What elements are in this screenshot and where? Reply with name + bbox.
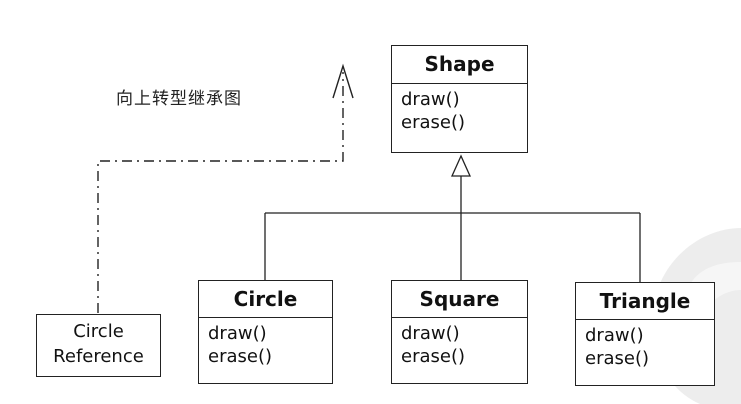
method-erase: erase() — [401, 112, 466, 133]
method-draw: draw() — [401, 323, 460, 344]
class-circle-name: Circle — [199, 281, 332, 318]
method-draw: draw() — [401, 89, 460, 110]
class-circle: Circle draw() erase() — [198, 280, 333, 384]
method-erase: erase() — [585, 348, 650, 369]
upcast-path — [97, 72, 344, 313]
method-draw: draw() — [208, 323, 267, 344]
method-erase: erase() — [208, 346, 273, 367]
circle-reference-box: Circle Reference — [36, 314, 161, 377]
class-square-methods: draw() erase() — [392, 318, 527, 368]
diagram-caption: 向上转型继承图 — [116, 89, 242, 109]
method-draw: draw() — [585, 325, 644, 346]
method-erase: erase() — [401, 346, 466, 367]
class-circle-methods: draw() erase() — [199, 318, 332, 368]
class-square-name: Square — [392, 281, 527, 318]
reference-line-2: Reference — [53, 346, 144, 367]
class-triangle: Triangle draw() erase() — [575, 282, 715, 386]
class-triangle-methods: draw() erase() — [576, 320, 714, 370]
class-shape-methods: draw() erase() — [392, 84, 527, 134]
class-shape: Shape draw() erase() — [391, 45, 528, 153]
inheritance-arrowhead — [450, 154, 472, 177]
class-triangle-name: Triangle — [576, 283, 714, 320]
class-shape-name: Shape — [392, 46, 527, 84]
reference-line-1: Circle — [73, 321, 124, 342]
class-square: Square draw() erase() — [391, 280, 528, 384]
upcast-arrowhead — [332, 63, 354, 99]
